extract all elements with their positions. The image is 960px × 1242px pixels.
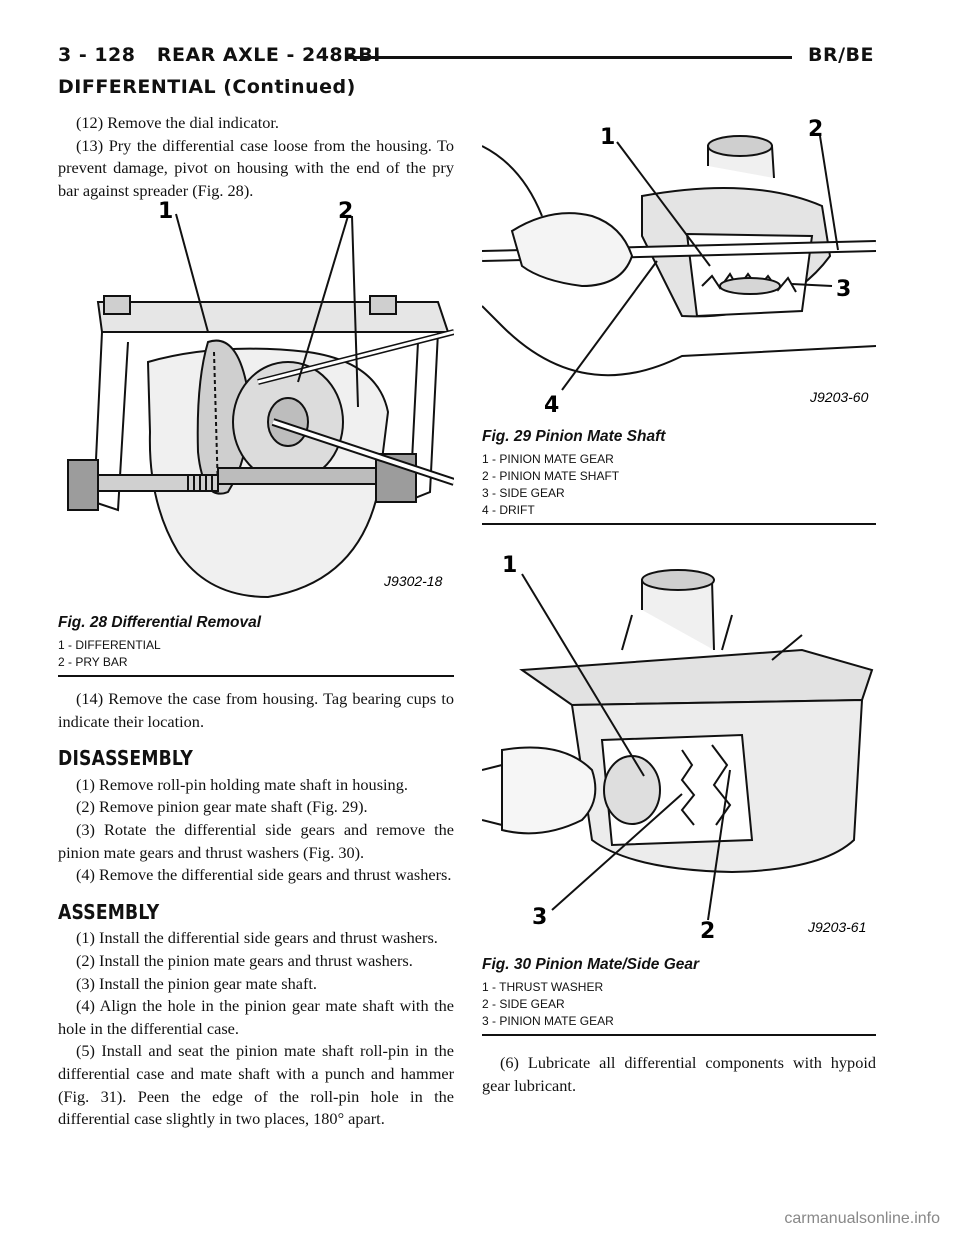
left-intro-text: (12) Remove the dial indicator. (13) Pry…	[58, 112, 454, 202]
callout-1: 1	[502, 553, 517, 578]
figure-code: J9203-60	[809, 389, 869, 405]
figure-rule	[482, 523, 876, 525]
figure-legend: 1 - DIFFERENTIAL 2 - PRY BAR	[58, 637, 454, 671]
figure-rule	[482, 1034, 876, 1036]
callout-4: 4	[544, 393, 559, 418]
model-code: BR/BE	[807, 44, 874, 66]
step: (2) Remove pinion gear mate shaft (Fig. …	[76, 797, 368, 817]
callout-2: 2	[700, 919, 715, 944]
figure-legend: 1 - PINION MATE GEAR 2 - PINION MATE SHA…	[482, 451, 876, 519]
figure-legend: 1 - THRUST WASHER 2 - SIDE GEAR 3 - PINI…	[482, 979, 876, 1030]
figure-title: Fig. 29 Pinion Mate Shaft	[482, 428, 666, 445]
legend-item: 2 - SIDE GEAR	[482, 997, 565, 1011]
paragraph: (13) Pry the differential case loose fro…	[58, 135, 454, 200]
left-body-text: (14) Remove the case from housing. Tag b…	[58, 688, 454, 1131]
pinion-mate-shaft-illustration: 1 2 3 4 J9203-60	[482, 117, 876, 418]
legend-item: 2 - PINION MATE SHAFT	[482, 469, 620, 483]
chapter-title: REAR AXLE - 248RBI	[156, 44, 381, 66]
figure-30: 1 2 3 J9203-61 Fig. 30 Pinion Mate/Side …	[482, 540, 876, 1036]
watermark: carmanualsonline.info	[784, 1210, 940, 1227]
page-header-left: 3 - 128 REAR AXLE - 248RBI	[58, 44, 381, 66]
paragraph: (12) Remove the dial indicator.	[76, 113, 280, 132]
legend-item: 1 - PINION MATE GEAR	[482, 452, 614, 466]
legend-item: 4 - DRIFT	[482, 503, 535, 517]
callout-2: 2	[808, 117, 823, 142]
disassembly-heading: DISASSEMBLY	[58, 746, 193, 771]
differential-removal-illustration: 1 2 J9302-18	[67, 199, 454, 599]
page-number: 3 - 128	[58, 44, 136, 66]
step: (2) Install the pinion mate gears and th…	[76, 950, 413, 970]
figure-code: J9203-61	[807, 919, 866, 935]
section-heading: DIFFERENTIAL (Continued)	[58, 76, 356, 98]
step: (1) Remove roll-pin holding mate shaft i…	[76, 774, 408, 794]
right-body-text: (6) Lubricate all differential component…	[482, 1052, 876, 1097]
callout-1: 1	[600, 125, 615, 150]
figure-title: Fig. 30 Pinion Mate/Side Gear	[482, 956, 700, 973]
step: (4) Remove the differential side gears a…	[76, 865, 452, 885]
figure-rule	[58, 675, 454, 677]
callout-3: 3	[836, 277, 851, 302]
paragraph: (14) Remove the case from housing. Tag b…	[58, 689, 454, 731]
legend-item: 2 - PRY BAR	[58, 655, 128, 669]
step: (3) Install the pinion gear mate shaft.	[76, 973, 317, 993]
figure-28: 1 2 J9302-18 Fig. 28 Differential Remova…	[58, 192, 454, 677]
legend-item: 1 - THRUST WASHER	[482, 980, 604, 994]
figure-title: Fig. 28 Differential Removal	[58, 614, 261, 631]
step: (3) Rotate the differential side gears a…	[58, 819, 454, 862]
pinion-mate-side-gear-illustration: 1 2 3 J9203-61	[482, 553, 874, 944]
step: (5) Install and seat the pinion mate sha…	[58, 1041, 454, 1129]
assembly-heading: ASSEMBLY	[58, 899, 160, 924]
legend-item: 1 - DIFFERENTIAL	[58, 638, 161, 652]
callout-1: 1	[158, 199, 173, 224]
step: (1) Install the differential side gears …	[76, 928, 438, 948]
legend-item: 3 - PINION MATE GEAR	[482, 1014, 614, 1028]
figure-29: 1 2 3 4 J9203-60 Fig. 29 Pinion Mate Sha…	[482, 106, 876, 525]
figure-code: J9302-18	[383, 573, 443, 589]
step: (4) Align the hole in the pinion gear ma…	[58, 996, 454, 1038]
header-rule	[348, 56, 792, 59]
callout-3: 3	[532, 905, 547, 930]
legend-item: 3 - SIDE GEAR	[482, 486, 565, 500]
step: (6) Lubricate all differential component…	[482, 1053, 876, 1095]
callout-2: 2	[338, 199, 353, 224]
